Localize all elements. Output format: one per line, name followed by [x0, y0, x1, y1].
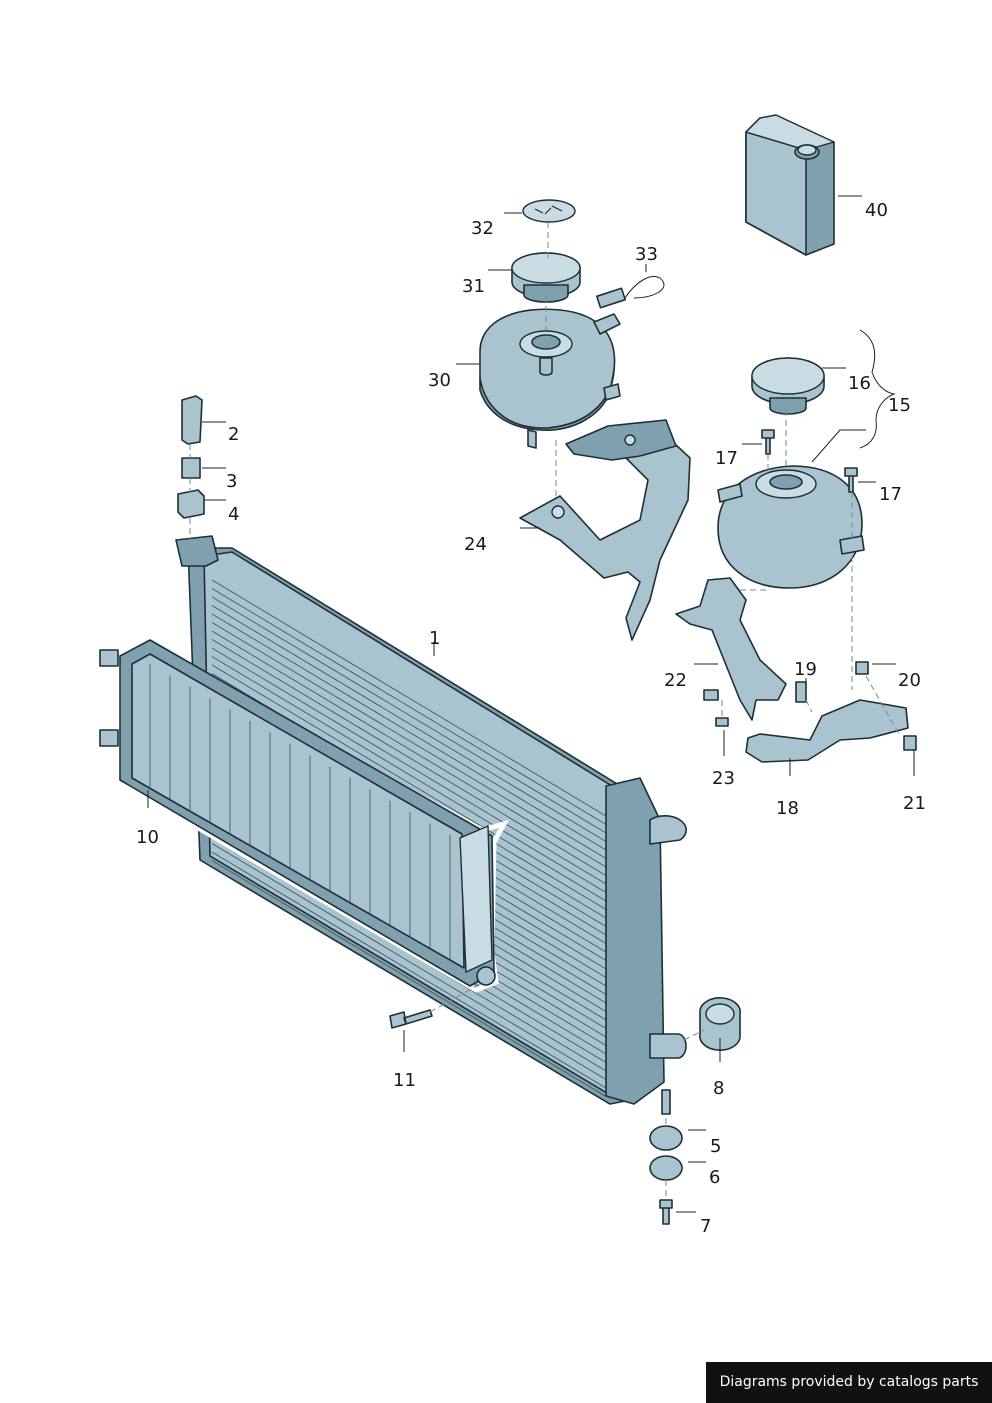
bracket-18	[745, 699, 909, 763]
coolant-container	[745, 114, 835, 256]
expansion-tank-30	[479, 308, 621, 449]
label-plate-32	[522, 199, 576, 223]
callout-18: 18	[776, 798, 799, 819]
callout-16: 16	[848, 373, 871, 394]
callout-23: 23	[712, 768, 735, 789]
callout-21: 21	[903, 793, 926, 814]
radiator-fin	[211, 647, 607, 885]
connecting-cable-33	[595, 275, 665, 309]
assembly-lines	[189, 222, 901, 1200]
bolt-11	[389, 1009, 433, 1029]
radiator-fin	[211, 605, 607, 842]
bracket-24	[519, 419, 691, 641]
watermark-banner: Diagrams provided by catalogs parts	[706, 1362, 992, 1403]
callout-17-left: 17	[715, 448, 738, 469]
radiator-fin	[211, 622, 607, 859]
callout-31: 31	[462, 276, 485, 297]
small-fasteners	[703, 661, 917, 751]
radiator-fin	[211, 596, 607, 834]
callout-11: 11	[393, 1070, 416, 1091]
parts-2-3-4	[177, 395, 205, 519]
cap-16	[751, 357, 825, 415]
radiator-fin	[211, 656, 607, 893]
callout-22: 22	[664, 670, 687, 691]
callout-19: 19	[794, 659, 817, 680]
callout-4: 4	[228, 504, 239, 525]
callout-7: 7	[700, 1216, 711, 1237]
radiator-fin	[211, 851, 607, 1089]
radiator-fin	[211, 639, 607, 876]
radiator-fin	[211, 843, 607, 1080]
screws-17	[761, 429, 858, 493]
filler-cap-31	[511, 252, 581, 303]
callout-30: 30	[428, 370, 451, 391]
callout-8: 8	[713, 1078, 724, 1099]
callout-20: 20	[898, 670, 921, 691]
callout-1: 1	[429, 628, 440, 649]
radiator-fin	[211, 664, 607, 902]
radiator-fin	[211, 588, 607, 825]
radiator-fin	[211, 860, 607, 1097]
callout-labels: 40 32 33 31 30 16 15 2 17 3 17 4 24 1 19…	[136, 200, 926, 1237]
aux-radiator-10	[99, 636, 510, 993]
callout-17-right: 17	[879, 484, 902, 505]
callout-24: 24	[464, 534, 487, 555]
parts-5-6-7-8	[649, 997, 741, 1225]
leader-lines	[147, 195, 915, 1213]
callout-40: 40	[865, 200, 888, 221]
callout-33: 33	[635, 244, 658, 265]
callout-2: 2	[228, 424, 239, 445]
callout-6: 6	[709, 1167, 720, 1188]
callout-5: 5	[710, 1136, 721, 1157]
callout-3: 3	[226, 471, 237, 492]
callout-10: 10	[136, 827, 159, 848]
callout-15: 15	[888, 395, 911, 416]
callout-32: 32	[471, 218, 494, 239]
radiator-fin	[211, 630, 607, 868]
radiator-fin	[211, 579, 607, 817]
radiator-fin	[211, 613, 607, 851]
expansion-tank-15	[717, 465, 865, 589]
bracket-22	[675, 577, 787, 721]
